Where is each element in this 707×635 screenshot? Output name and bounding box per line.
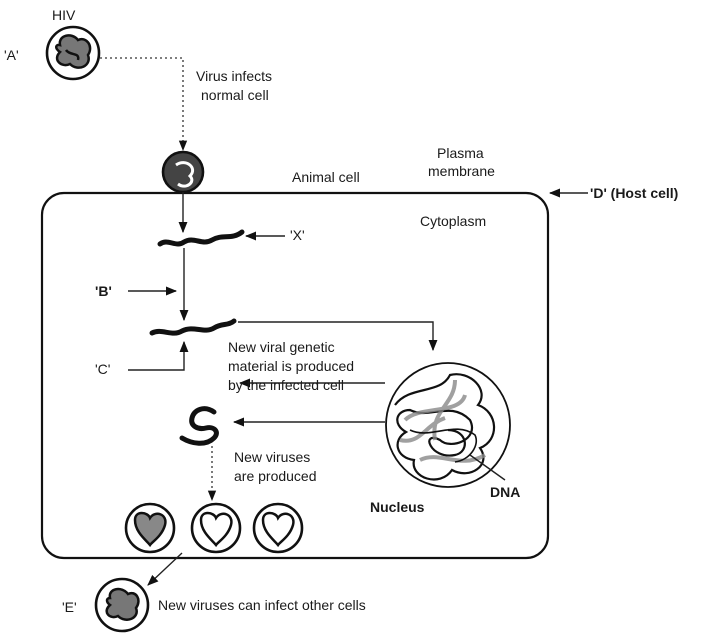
cytoplasm-label: Cytoplasm <box>420 213 486 229</box>
new-viruses-text-1: New viruses <box>234 449 310 465</box>
new-virus-2 <box>192 504 240 552</box>
label-b: 'B' <box>95 283 112 299</box>
hiv-virus-a <box>47 27 99 79</box>
hiv-virus-e <box>96 579 148 631</box>
label-e: 'E' <box>62 599 77 615</box>
animal-cell-label: Animal cell <box>292 169 360 185</box>
nucleus <box>386 363 510 487</box>
infect-other-cells-text: New viruses can infect other cells <box>158 597 366 613</box>
virus-entering-cell <box>163 152 203 192</box>
new-genetic-text-1: New viral genetic <box>228 339 335 355</box>
virus-infects-text-1: Virus infects <box>196 68 272 84</box>
virus-infects-arrow <box>100 58 183 150</box>
label-d-host-cell: 'D' (Host cell) <box>590 185 678 201</box>
virus-infects-text-2: normal cell <box>201 87 269 103</box>
new-virus-1 <box>126 504 174 552</box>
plasma-label-1: Plasma <box>437 145 484 161</box>
new-genetic-text-2: material is produced <box>228 358 354 374</box>
nucleus-label: Nucleus <box>370 499 425 515</box>
label-a: 'A' <box>4 47 19 63</box>
dna-label: DNA <box>490 484 520 500</box>
hiv-label: HIV <box>52 7 76 23</box>
label-c: 'C' <box>95 361 110 377</box>
new-genetic-text-3: by the infected cell <box>228 377 344 393</box>
new-viruses-text-2: are produced <box>234 468 317 484</box>
new-virus-3 <box>254 504 302 552</box>
label-x: 'X' <box>290 227 305 243</box>
plasma-label-2: membrane <box>428 163 495 179</box>
